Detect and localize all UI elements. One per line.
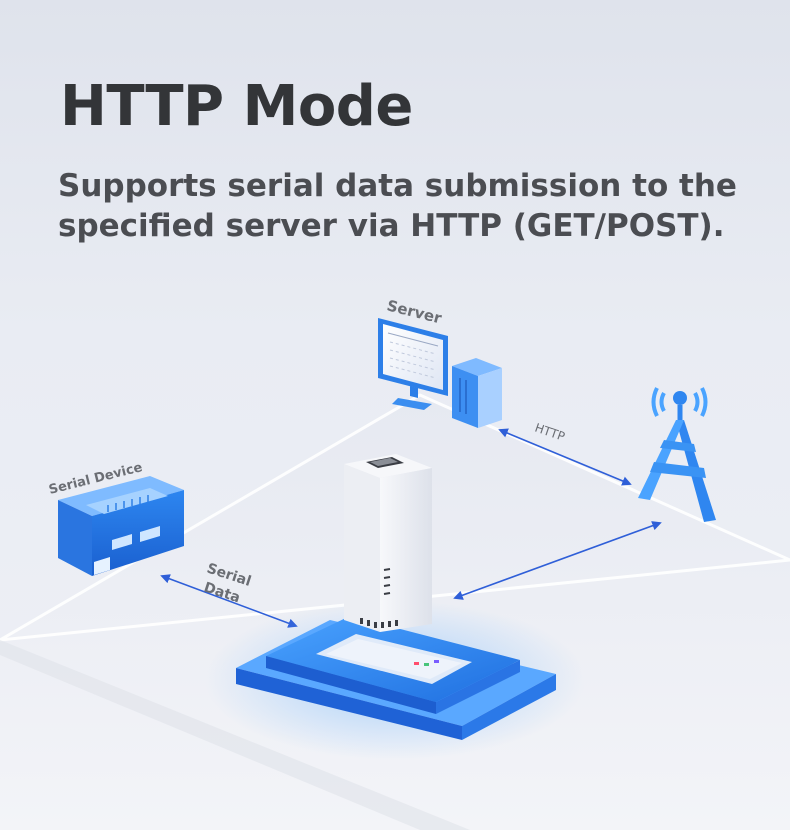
serial-data-arrow — [160, 574, 298, 628]
antenna-tower-icon — [638, 387, 716, 522]
http-label: HTTP — [533, 421, 567, 444]
subtitle-line-1: Supports serial data submission to the — [58, 168, 737, 204]
server-computer-icon: Server — [378, 296, 502, 428]
page-subtitle: Supports serial data submission to the s… — [58, 166, 783, 246]
serial-device-icon: Serial Device — [47, 460, 184, 576]
subtitle-line-2: specified server via HTTP (GET/POST). — [58, 208, 725, 244]
gateway-base-platform — [205, 600, 585, 760]
gateway-device-icon — [344, 454, 432, 632]
page-title: HTTP Mode — [60, 74, 413, 139]
gateway-tower-arrow — [453, 521, 662, 600]
http-arrow — [498, 428, 632, 486]
